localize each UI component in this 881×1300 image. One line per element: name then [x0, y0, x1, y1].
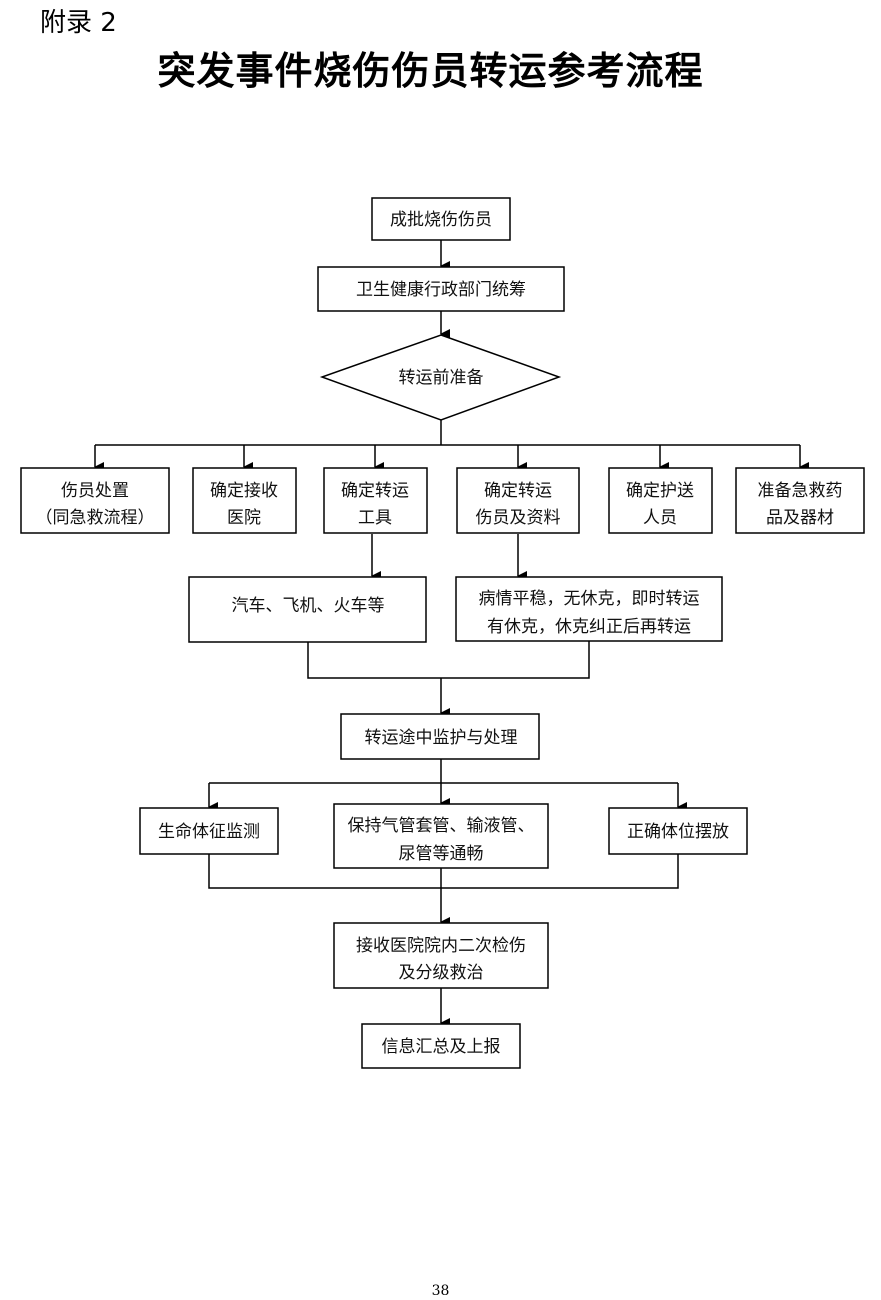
node-patient-criteria-line-2: 有休克，休克纠正后再转运 — [487, 617, 691, 637]
node-start-label: 成批烧伤伤员 — [390, 210, 492, 230]
node-task-2: 确定接收 医院 — [192, 467, 297, 534]
node-hospital-line-2: 及分级救治 — [399, 963, 484, 983]
node-measure-1-label: 生命体征监测 — [158, 822, 260, 842]
node-monitoring: 转运途中监护与处理 — [340, 713, 540, 760]
node-task-3-line-2: 工具 — [358, 508, 392, 528]
node-task-2-line-2: 医院 — [227, 508, 261, 528]
node-task-1-line-2: （同急救流程） — [36, 508, 155, 528]
node-measure-3: 正确体位摆放 — [608, 807, 748, 855]
node-task-6: 准备急救药 品及器材 — [735, 467, 865, 534]
node-task-1: 伤员处置 （同急救流程） — [20, 467, 170, 534]
node-coordination-label: 卫生健康行政部门统筹 — [356, 280, 526, 300]
node-hospital-line-1: 接收医院院内二次检伤 — [356, 936, 526, 956]
node-measure-1: 生命体征监测 — [139, 807, 279, 855]
node-task-4-line-1: 确定转运 — [484, 481, 552, 501]
node-patient-criteria: 病情平稳，无休克，即时转运 有休克，休克纠正后再转运 — [455, 576, 723, 642]
page-title: 突发事件烧伤伤员转运参考流程 — [0, 40, 881, 95]
node-measure-2-line-1: 保持气管套管、输液管、 — [348, 816, 535, 836]
node-measure-2-line-2: 尿管等通畅 — [399, 844, 484, 864]
line-merge-lower — [208, 854, 679, 889]
node-hospital: 接收医院院内二次检伤 及分级救治 — [333, 922, 549, 989]
node-vehicles-label: 汽车、飞机、火车等 — [232, 596, 385, 616]
node-task-4-line-2: 伤员及资料 — [476, 508, 561, 528]
node-report-label: 信息汇总及上报 — [382, 1037, 501, 1057]
node-task-4: 确定转运 伤员及资料 — [456, 467, 580, 534]
node-task-5: 确定护送 人员 — [608, 467, 713, 534]
node-task-5-line-2: 人员 — [643, 508, 677, 528]
node-coordination: 卫生健康行政部门统筹 — [317, 266, 565, 312]
node-start: 成批烧伤伤员 — [371, 197, 511, 241]
appendix-label: 附录 2 — [40, 8, 117, 38]
line-merge-upper — [307, 641, 590, 679]
node-task-1-line-1: 伤员处置 — [61, 481, 129, 501]
node-task-6-line-1: 准备急救药 — [758, 481, 843, 501]
node-task-2-line-1: 确定接收 — [210, 481, 278, 501]
node-task-3: 确定转运 工具 — [323, 467, 428, 534]
node-measure-3-label: 正确体位摆放 — [627, 822, 729, 842]
node-decision-label: 转运前准备 — [399, 368, 484, 388]
node-decision: 转运前准备 — [319, 334, 562, 421]
node-report: 信息汇总及上报 — [361, 1023, 521, 1069]
node-task-3-line-1: 确定转运 — [341, 481, 409, 501]
node-monitoring-label: 转运途中监护与处理 — [365, 728, 518, 748]
node-measure-2: 保持气管套管、输液管、 尿管等通畅 — [333, 803, 549, 869]
connectors — [94, 240, 809, 1028]
node-task-6-line-2: 品及器材 — [766, 508, 834, 528]
node-patient-criteria-line-1: 病情平稳，无休克，即时转运 — [479, 589, 700, 609]
page-title-text: 突发事件烧伤伤员转运参考流程 — [157, 49, 704, 93]
node-vehicles: 汽车、飞机、火车等 — [188, 576, 427, 643]
node-task-5-line-1: 确定护送 — [626, 481, 694, 501]
page-number: 38 — [431, 1283, 450, 1299]
